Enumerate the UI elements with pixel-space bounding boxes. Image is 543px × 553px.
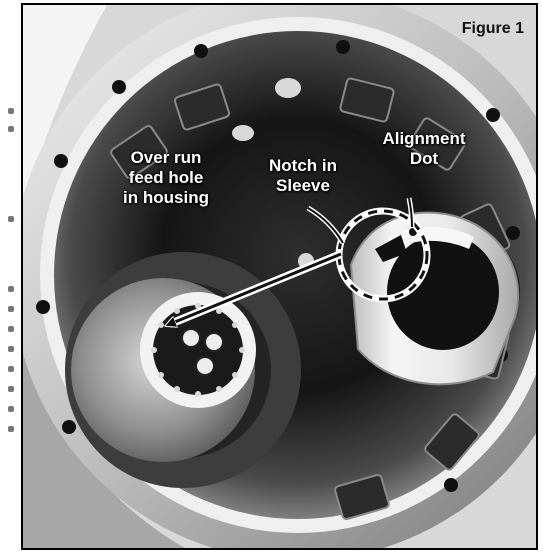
- notch-line-2: Sleeve: [276, 176, 330, 195]
- notch-in-sleeve: [375, 235, 407, 262]
- margin-glyph: [8, 126, 14, 132]
- left-margin-fragments: [0, 0, 22, 553]
- sleeve-bore: [387, 234, 499, 350]
- alignment-dot-label: Alignment Dot: [369, 129, 479, 169]
- margin-glyph: [8, 216, 14, 222]
- highlight-circle-dash: [337, 209, 429, 301]
- margin-glyph: [8, 326, 14, 332]
- dot-callout: [408, 197, 413, 228]
- notch-callout: [307, 207, 344, 244]
- margin-glyph: [8, 426, 14, 432]
- alignment-line-2: Dot: [409, 149, 439, 168]
- notch-in-sleeve-label: Notch in Sleeve: [255, 156, 351, 196]
- overrun-line-2: feed hole: [128, 168, 204, 187]
- notch-line-1: Notch in: [269, 156, 337, 175]
- margin-glyph: [8, 346, 14, 352]
- margin-glyph: [8, 108, 14, 114]
- overrun-line-1: Over run: [130, 148, 202, 167]
- feed-arrow: [170, 252, 342, 324]
- margin-glyph: [8, 306, 14, 312]
- overrun-feed-hole-label: Over run feed hole in housing: [107, 148, 225, 208]
- shaft-oil-holes: [181, 328, 224, 376]
- margin-glyph: [8, 286, 14, 292]
- margin-glyph: [8, 406, 14, 412]
- bolt-holes: [36, 40, 520, 492]
- figure-caption: Figure 1: [461, 20, 524, 37]
- margin-glyph: [8, 366, 14, 372]
- transmission-housing-photo: [23, 5, 536, 548]
- spline-bore: [153, 305, 243, 395]
- figure-photo-frame: Figure 1 Over run feed hole in housing N…: [21, 3, 538, 550]
- shaft-splines: [151, 303, 245, 397]
- margin-glyph: [8, 386, 14, 392]
- upper-left-highlight: [23, 5, 107, 211]
- alignment-line-1: Alignment: [382, 129, 466, 148]
- lower-left-shadow: [23, 350, 185, 548]
- overrun-line-3: in housing: [123, 188, 209, 207]
